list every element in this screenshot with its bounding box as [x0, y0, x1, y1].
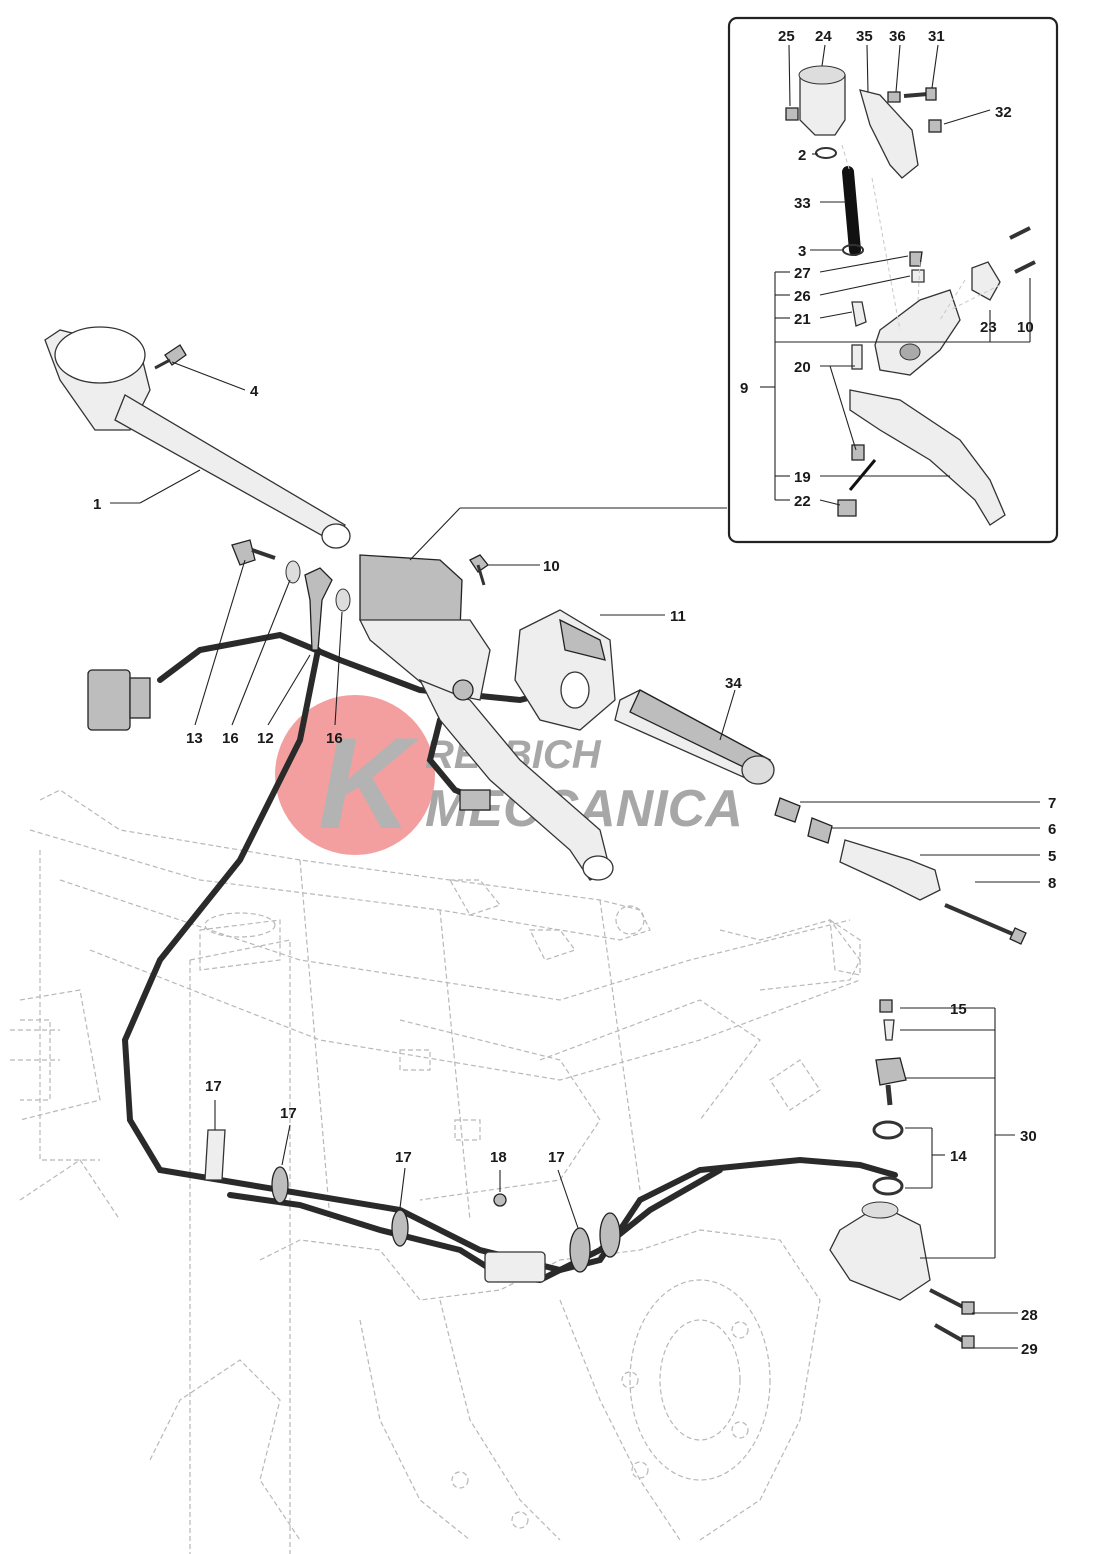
ghost-frame [10, 789, 861, 1554]
callout-22: 22 [794, 493, 811, 510]
callout-20: 20 [794, 359, 811, 376]
callout-36: 36 [889, 28, 906, 45]
callout-21: 21 [794, 311, 811, 328]
callout-24: 24 [815, 28, 832, 45]
washer-16a [285, 560, 301, 584]
callout-15: 15 [950, 1001, 967, 1018]
switch-housing [514, 609, 616, 731]
bar-end-screw-8 [944, 903, 1016, 937]
callout-1: 1 [93, 496, 101, 513]
callout-28: 28 [1021, 1307, 1038, 1324]
callout-30: 30 [1020, 1128, 1037, 1145]
lever-switch-connector [459, 789, 491, 811]
callout-14: 14 [950, 1148, 967, 1165]
grip [614, 689, 1027, 945]
callout-25: 25 [778, 28, 795, 45]
callout-26: 26 [794, 288, 811, 305]
callout-35: 35 [856, 28, 873, 45]
callout-8: 8 [1048, 875, 1056, 892]
master-cylinder [358, 554, 614, 881]
callout-17b: 17 [280, 1105, 297, 1122]
bar-end-nut-6 [807, 817, 833, 844]
banjo-12 [304, 567, 333, 651]
connector [87, 669, 131, 731]
callout-labels: 1 2 3 4 5 6 7 8 9 10 10 11 12 13 14 15 1… [93, 28, 1056, 1358]
washer-16b [335, 588, 351, 612]
callout-5: 5 [1048, 848, 1056, 865]
wiring [121, 631, 898, 1284]
bar-end-insert-7 [774, 797, 801, 823]
callout-10-inset: 10 [1017, 319, 1034, 336]
nut-25 [785, 107, 799, 121]
callout-7: 7 [1048, 795, 1056, 812]
callout-27: 27 [794, 265, 811, 282]
callout-9: 9 [740, 380, 748, 397]
switch-cable [157, 631, 563, 704]
callout-33: 33 [794, 195, 811, 212]
callout-16b: 16 [326, 730, 343, 747]
leader-lines [110, 44, 1040, 1349]
callout-19: 19 [794, 469, 811, 486]
clip-on-handlebar [44, 326, 351, 549]
callout-34: 34 [725, 675, 742, 692]
rear-switch-assembly [829, 999, 975, 1349]
watermark-monogram: K [318, 710, 420, 856]
callout-31: 31 [928, 28, 945, 45]
harness-clips [204, 1129, 621, 1283]
callout-11: 11 [670, 608, 686, 625]
callout-32: 32 [995, 104, 1012, 121]
harness [227, 1167, 723, 1284]
callout-18: 18 [490, 1149, 507, 1166]
banjo-bolt-13 [231, 539, 256, 566]
callout-23: 23 [980, 319, 997, 336]
callout-17c: 17 [395, 1149, 412, 1166]
callout-6: 6 [1048, 821, 1056, 838]
watermark-circle [275, 695, 435, 855]
callout-13: 13 [186, 730, 203, 747]
banjo-fitting [87, 539, 491, 811]
callout-3: 3 [798, 243, 806, 260]
callout-10-main: 10 [543, 558, 560, 575]
callout-17d: 17 [548, 1149, 565, 1166]
callout-16a: 16 [222, 730, 239, 747]
callout-4: 4 [250, 383, 259, 400]
callout-29: 29 [1021, 1341, 1038, 1358]
callout-12: 12 [257, 730, 274, 747]
callout-2: 2 [798, 147, 806, 164]
callout-17a: 17 [205, 1078, 222, 1095]
bar-end-weight-5 [839, 839, 941, 901]
